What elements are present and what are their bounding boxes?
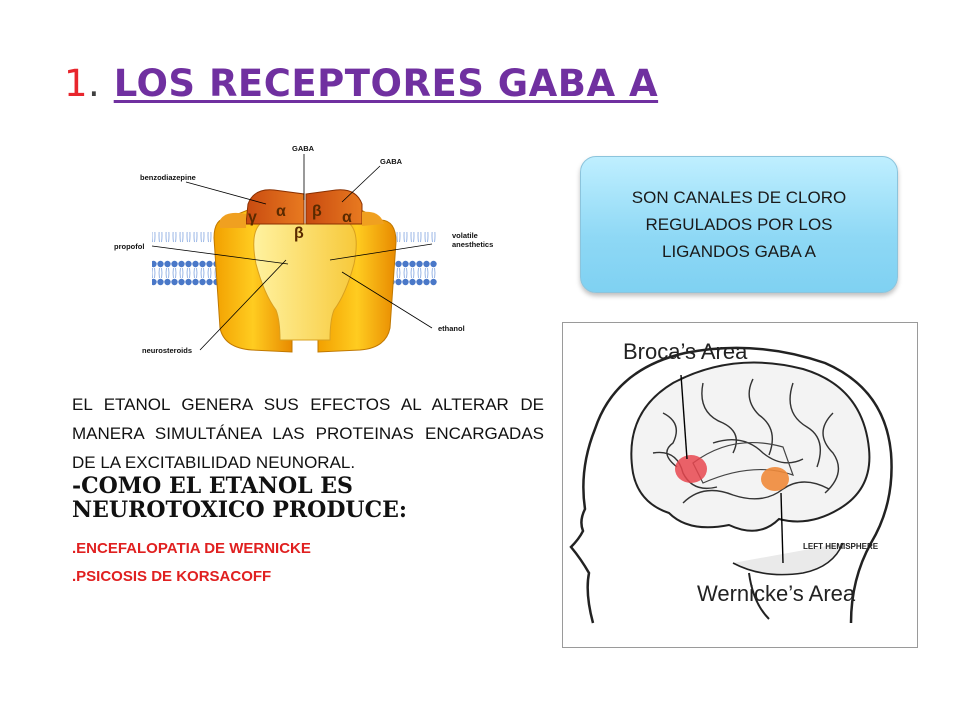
callout-box: SON CANALES DE CLORO REGULADOS POR LOS L… [580,156,898,293]
label-neurosteroids: neurosteroids [142,346,192,355]
callout-text: SON CANALES DE CLORO REGULADOS POR LOS L… [631,188,847,261]
slide-title: 1. LOS RECEPTORES GABA A [64,62,658,105]
broca-region [675,455,707,483]
label-benzodiazepine: benzodiazepine [140,173,196,182]
title-dot: . [88,62,101,105]
brain-shape [630,361,871,620]
wernicke-label: Wernicke’s Area [697,581,856,606]
diagram-labels: GABA GABA benzodiazepine propofol volati… [114,144,493,355]
hemisphere-label: LEFT HEMISPHERE [803,542,879,551]
head-silhouette [569,346,893,624]
beta-label-1: β [312,203,322,220]
alpha-label-2: α [342,209,352,226]
neurotoxic-heading: -Como el etanol es neurotoxico produce: [72,473,408,523]
gaba-receptor-diagram: γ α β α β GABA GABA benzodiazepine propo… [114,144,493,355]
label-volatile: volatile [452,231,478,240]
wernicke-pointer [780,492,784,564]
beta-label-2: β [294,225,304,242]
title-number: 1 [64,62,89,105]
broca-pointer [680,374,688,460]
title-text: LOS RECEPTORES GABA A [113,62,659,105]
leader-lines [151,154,433,351]
broca-label: Broca’s Area [623,339,748,364]
list-item-wernicke: .ENCEFALOPATIA DE WERNICKE [72,540,311,557]
alpha-label-1: α [276,203,286,220]
gamma-label: γ [248,209,257,226]
receptor-subunits [213,189,397,353]
list-item-korsacoff: .PSICOSIS DE KORSACOFF [72,568,272,585]
label-anesthetics: anesthetics [452,240,493,249]
label-ethanol: ethanol [438,324,465,333]
arcuate-fasciculus [692,441,794,484]
body-paragraph: EL ETANOL GENERA SUS EFECTOS AL ALTERAR … [72,395,544,472]
label-propofol: propofol [114,242,144,251]
label-gaba-top: GABA [292,144,315,153]
label-gaba-right: GABA [380,157,403,166]
wernicke-region [761,467,789,491]
subunit-symbols: γ α β α β [248,203,352,242]
brain-diagram: Broca’s Area Wernicke’s Area LEFT HEMISP… [562,322,918,648]
